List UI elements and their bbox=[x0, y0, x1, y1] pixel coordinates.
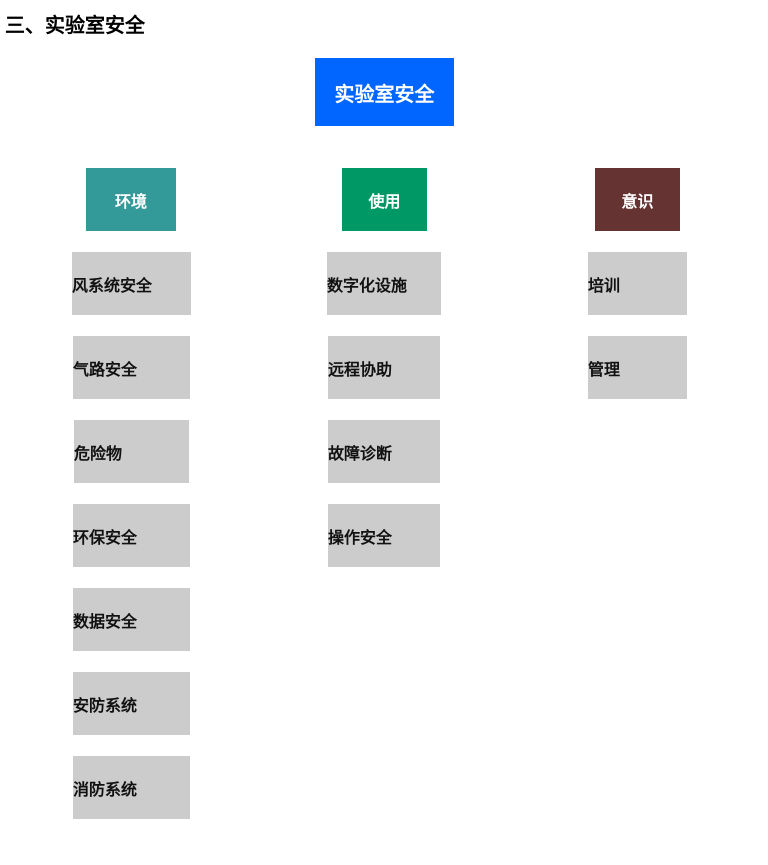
item-digital-facilities: 数字化设施 bbox=[327, 252, 441, 315]
item-remote-assistance: 远程协助 bbox=[328, 336, 440, 399]
item-hazardous-materials: 危险物 bbox=[74, 420, 189, 483]
item-management: 管理 bbox=[588, 336, 687, 399]
item-operation-safety: 操作安全 bbox=[328, 504, 440, 567]
item-fire-system: 消防系统 bbox=[73, 756, 190, 819]
item-data-safety: 数据安全 bbox=[73, 588, 190, 651]
item-fault-diagnosis: 故障诊断 bbox=[328, 420, 440, 483]
category-node-environment: 环境 bbox=[86, 168, 176, 231]
root-node-lab-safety: 实验室安全 bbox=[315, 58, 454, 126]
item-ventilation-safety: 风系统安全 bbox=[72, 252, 191, 315]
item-environmental-safety: 环保安全 bbox=[73, 504, 190, 567]
item-security-system: 安防系统 bbox=[73, 672, 190, 735]
category-node-usage: 使用 bbox=[342, 168, 427, 231]
item-gas-line-safety: 气路安全 bbox=[73, 336, 190, 399]
category-node-awareness: 意识 bbox=[595, 168, 680, 231]
section-heading: 三、实验室安全 bbox=[5, 13, 145, 37]
item-training: 培训 bbox=[588, 252, 687, 315]
